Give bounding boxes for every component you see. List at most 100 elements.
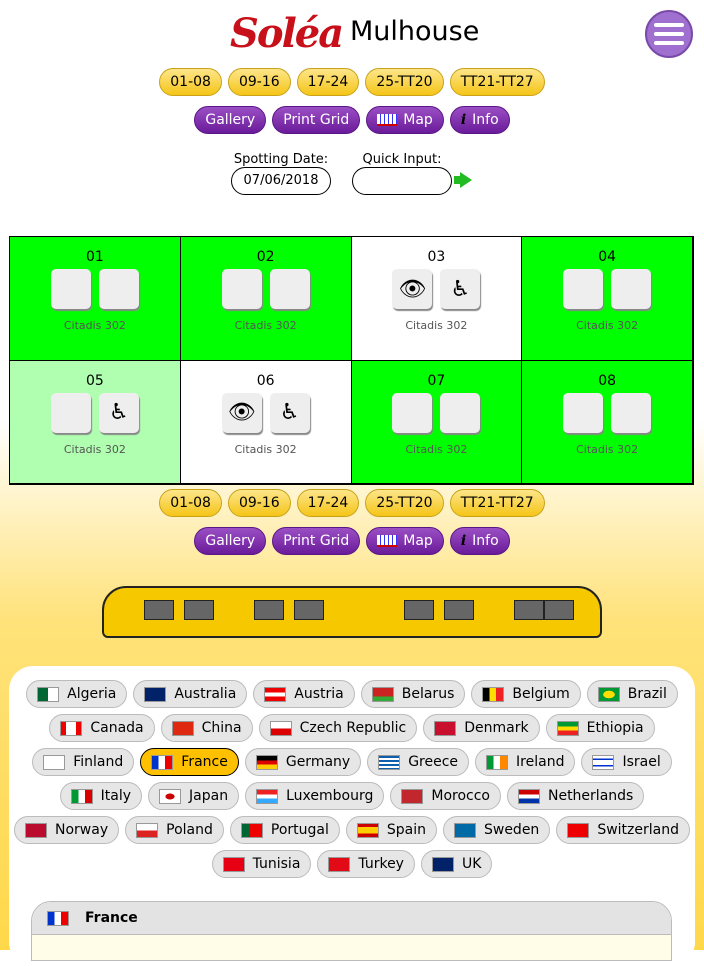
country-button-norway[interactable]: Norway [14,816,120,844]
country-button-switzerland[interactable]: Switzerland [556,816,690,844]
eye-icon[interactable]: 👁 [221,392,262,433]
seated-passenger-icon[interactable]: ♿ [269,392,310,433]
country-label: Ethiopia [586,720,644,736]
print-grid-button[interactable]: Print Grid [272,106,361,134]
country-label: Poland [166,822,213,838]
country-button-belarus[interactable]: Belarus [360,680,466,708]
map-button[interactable]: Map [366,106,444,134]
tram-model: Citadis 302 [405,442,468,456]
seen-toggle-button[interactable] [392,392,433,433]
ridden-toggle-button[interactable] [98,269,139,309]
ridden-toggle-button[interactable] [440,392,481,433]
country-button-canada[interactable]: Canada [49,714,155,742]
range-button-01-08[interactable]: 01-08 [159,68,222,96]
france-flag-icon [151,754,174,770]
status-icons [50,269,139,309]
country-button-czech-republic[interactable]: Czech Republic [258,714,418,742]
ireland-flag-icon [486,754,509,770]
range-button-01-08[interactable]: 01-08 [159,489,222,517]
range-button-17-24[interactable]: 17-24 [296,489,360,517]
range-button-25-tt20[interactable]: 25-TT20 [365,489,444,517]
status-icons [563,269,652,309]
gallery-button[interactable]: Gallery [194,527,267,555]
tram-number: 01 [85,249,104,265]
go-arrow-icon[interactable] [454,172,472,188]
country-button-belgium[interactable]: Belgium [471,680,581,708]
country-button-ethiopia[interactable]: Ethiopia [545,714,655,742]
country-button-ireland[interactable]: Ireland [475,748,576,776]
seen-toggle-button[interactable] [563,269,604,309]
country-button-germany[interactable]: Germany [244,748,362,776]
country-label: Italy [100,788,132,804]
seen-toggle-button[interactable] [563,392,604,433]
country-button-greece[interactable]: Greece [367,748,470,776]
country-button-morocco[interactable]: Morocco [390,782,501,810]
country-button-poland[interactable]: Poland [125,816,224,844]
czech-republic-flag-icon [269,720,292,736]
country-button-turkey[interactable]: Turkey [317,850,415,878]
range-button-25-tt20[interactable]: 25-TT20 [365,68,444,96]
country-section: France [31,901,672,961]
gallery-button[interactable]: Gallery [194,106,267,134]
photo-count: 288 [303,464,327,477]
country-button-portugal[interactable]: Portugal [229,816,340,844]
belarus-flag-icon [371,686,394,702]
country-button-netherlands[interactable]: Netherlands [506,782,645,810]
seated-passenger-icon[interactable]: ♿ [98,392,139,433]
ridden-toggle-button[interactable] [269,269,310,309]
italy-flag-icon [70,788,93,804]
country-button-japan[interactable]: Japan [148,782,240,810]
belgium-flag-icon [482,686,505,702]
country-label: Turkey [358,856,404,872]
eye-icon[interactable]: 👁 [392,269,433,309]
country-button-austria[interactable]: Austria [253,680,355,708]
hamburger-menu-button[interactable] [645,10,693,58]
spain-flag-icon [356,822,379,838]
range-button-tt21-tt27[interactable]: TT21-TT27 [449,489,545,517]
range-button-09-16[interactable]: 09-16 [227,68,291,96]
ridden-toggle-button[interactable] [611,269,652,309]
country-button-algeria[interactable]: Algeria [26,680,128,708]
country-button-denmark[interactable]: Denmark [423,714,540,742]
quick-input[interactable] [352,167,452,195]
country-button-china[interactable]: China [160,714,253,742]
country-button-sweden[interactable]: Sweden [442,816,551,844]
country-button-luxembourg[interactable]: Luxembourg [245,782,385,810]
country-button-israel[interactable]: Israel [581,748,672,776]
grid-cell-05[interactable]: 05♿Citadis 302 [9,359,181,484]
country-button-spain[interactable]: Spain [345,816,437,844]
range-button-tt21-tt27[interactable]: TT21-TT27 [449,68,545,96]
country-button-uk[interactable]: UK [420,850,493,878]
map-button[interactable]: Map [366,527,444,555]
spotting-date-input[interactable]: 07/06/2018 [231,167,331,195]
grid-cell-03[interactable]: 03👁♿Citadis 302 [350,236,523,361]
country-button-tunisia[interactable]: Tunisia [211,850,312,878]
seen-toggle-button[interactable] [50,392,91,433]
range-button-09-16[interactable]: 09-16 [227,489,291,517]
turkey-flag-icon [328,856,351,872]
seen-toggle-button[interactable] [221,269,262,309]
ridden-toggle-button[interactable] [611,392,652,433]
country-button-australia[interactable]: Australia [133,680,248,708]
germany-flag-icon [255,754,278,770]
seen-toggle-button[interactable] [50,269,91,309]
country-button-france[interactable]: France [140,748,239,776]
country-button-italy[interactable]: Italy [59,782,143,810]
country-button-finland[interactable]: Finland [32,748,135,776]
country-label: Belarus [401,686,455,702]
range-button-17-24[interactable]: 17-24 [296,68,360,96]
country-button-brazil[interactable]: Brazil [586,680,678,708]
country-label: Austria [294,686,344,702]
seated-passenger-icon[interactable]: ♿ [440,269,481,309]
print-grid-button[interactable]: Print Grid [272,527,361,555]
